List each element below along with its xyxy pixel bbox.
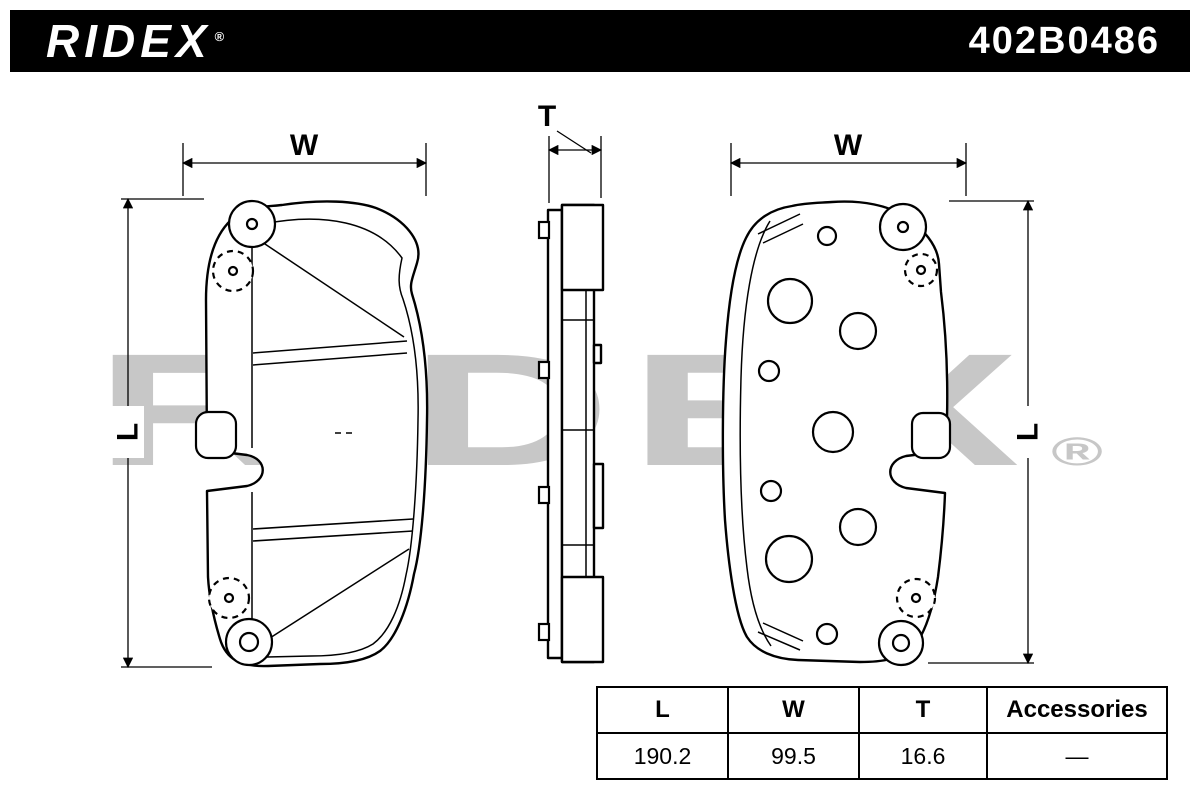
watermark-registered-mark: ® [1051, 430, 1103, 474]
front-pad-surface-detail [251, 218, 419, 658]
front-pad-pin-bosses [207, 199, 277, 667]
side-view-detail-lines [562, 290, 594, 577]
back-pad-guide-hole [910, 411, 952, 460]
table-header-width: W [727, 686, 860, 734]
side-view-bottom-block [560, 575, 605, 664]
table-value-row: 190.2 99.5 16.6 — [596, 732, 1168, 780]
back-pad-pin-bosses [877, 202, 939, 667]
front-pad-guide-hole [194, 410, 238, 460]
table-value-width: 99.5 [727, 732, 860, 780]
table-header-accessories: Accessories [986, 686, 1168, 734]
width-label-right: W [834, 129, 863, 162]
brand-registered-mark: ® [214, 28, 225, 44]
width-label-left: W [290, 129, 319, 162]
header-bar: RIDEX® 402B0486 [10, 10, 1190, 72]
table-value-length: 190.2 [596, 732, 729, 780]
side-view-drawing [537, 203, 605, 664]
table-header-row: L W T Accessories [596, 686, 1168, 734]
side-view-top-block [560, 203, 605, 292]
front-view-drawing [194, 199, 429, 668]
part-number: 402B0486 [968, 19, 1160, 62]
back-pad-surface-detail [739, 213, 804, 651]
brand-text: RIDEX [46, 15, 212, 67]
dimension-lines: W L T W L [112, 100, 1045, 669]
back-pad-contact-points [757, 225, 878, 646]
back-view-drawing [721, 200, 952, 667]
dimensions-table: L W T Accessories 190.2 99.5 16.6 — [596, 686, 1168, 780]
table-header-thickness: T [858, 686, 988, 734]
side-view-tab [592, 462, 605, 530]
front-pad-outline [204, 200, 429, 668]
brand-logo: RIDEX® [46, 18, 224, 64]
table-value-thickness: 16.6 [858, 732, 988, 780]
thickness-label: T [538, 100, 556, 133]
table-header-length: L [596, 686, 729, 734]
side-view-small-tab [592, 343, 603, 365]
length-label-left: L [112, 423, 145, 441]
side-view-clips [537, 220, 551, 642]
table-value-accessories: — [986, 732, 1168, 780]
side-view-lining [546, 208, 564, 660]
length-label-right: L [1012, 423, 1045, 441]
